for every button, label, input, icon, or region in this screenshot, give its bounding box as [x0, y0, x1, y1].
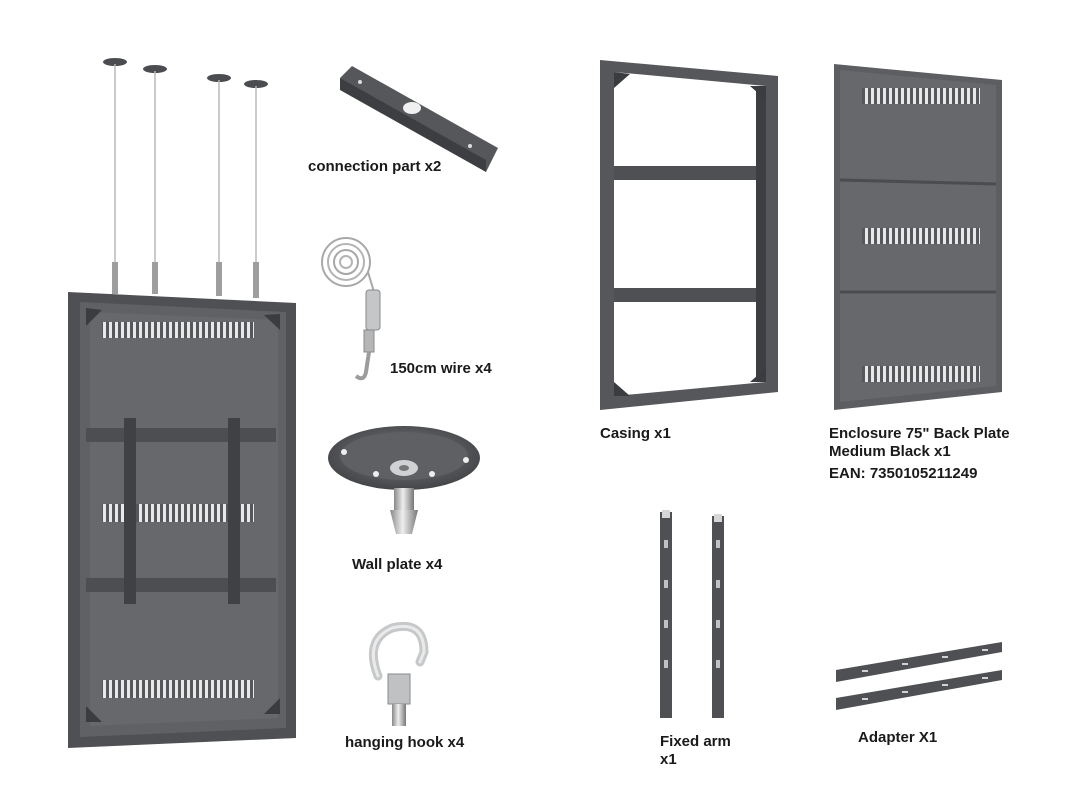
adapter-illustration [836, 642, 1002, 710]
enclosure-label-line2: Medium Black x1 [829, 443, 951, 460]
back-plate-illustration [834, 64, 1002, 410]
wall-plate-label: Wall plate x4 [352, 556, 443, 573]
hanging-hook-label: hanging hook x4 [345, 734, 465, 751]
wire-label: 150cm wire x4 [390, 360, 492, 377]
casing-label: Casing x1 [600, 425, 671, 442]
hanging-wires-illustration [103, 58, 268, 298]
casing-illustration [600, 60, 778, 410]
wire-coil-illustration [321, 237, 381, 381]
assembled-enclosure-illustration [68, 292, 296, 748]
adapter-label: Adapter X1 [858, 729, 938, 746]
connection-part-illustration [340, 66, 498, 172]
hanging-hook-illustration [368, 622, 429, 726]
wall-plate-illustration [328, 426, 480, 534]
fixed-arm-label-line1: Fixed arm [660, 733, 731, 750]
enclosure-label-line1: Enclosure 75" Back Plate [829, 425, 1010, 442]
fixed-arm-label-line2: x1 [660, 751, 677, 768]
fixed-arm-illustration [660, 510, 724, 718]
connection-part-label: connection part x2 [308, 158, 442, 175]
ean-label: EAN: 7350105211249 [829, 465, 978, 482]
